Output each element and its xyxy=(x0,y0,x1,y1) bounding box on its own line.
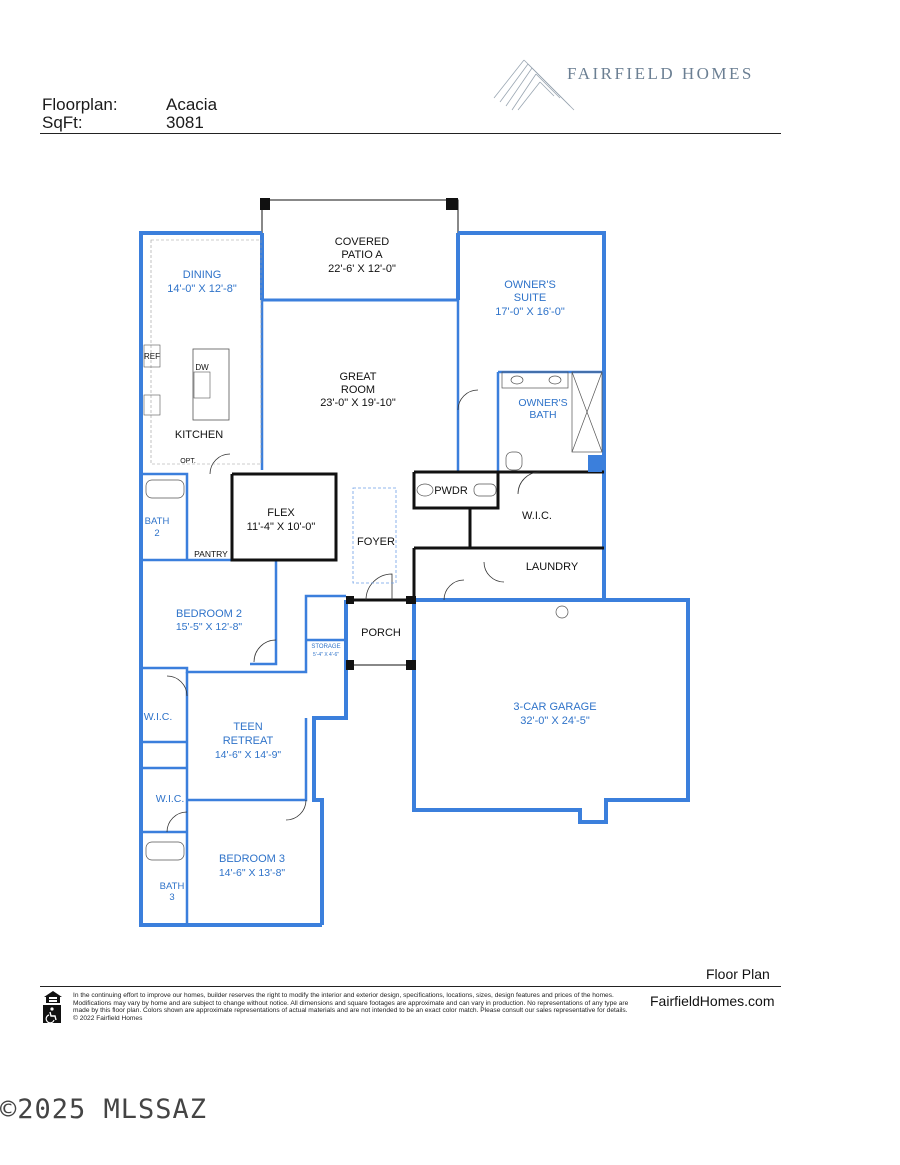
porch-label: PORCH xyxy=(361,627,401,639)
flex-label: FLEX xyxy=(267,507,295,519)
floor-plan: DINING 14'-0" X 12'-8" OWNER'S SUITE 17'… xyxy=(139,198,690,927)
dining-dims: 14'-0" X 12'-8" xyxy=(167,283,237,295)
exterior-walls xyxy=(139,231,690,927)
ref-label: REF xyxy=(144,352,160,361)
brand-name: FAIRFIELD HOMES xyxy=(567,64,754,83)
header-divider xyxy=(40,133,781,134)
owners-bath-label-2: BATH xyxy=(529,409,556,421)
website-link[interactable]: FairfieldHomes.com xyxy=(650,993,775,1009)
bath-fixtures xyxy=(145,371,603,861)
footer-divider xyxy=(40,986,781,987)
owners-suite-dims: 17'-0" X 16'-0" xyxy=(495,306,565,318)
garage-dims: 32'-0" X 24'-5" xyxy=(520,715,590,727)
kitchen-label: KITCHEN xyxy=(175,429,223,441)
teen-retreat-dims: 14'-6" X 14'-9" xyxy=(215,749,282,761)
bath3-label: BATH xyxy=(160,881,185,892)
dining-label: DINING xyxy=(183,269,222,281)
wic-bed3-label: W.I.C. xyxy=(156,793,185,805)
covered-patio-dims: 22'-6' X 12'-0" xyxy=(328,263,396,275)
floorplan-name: Acacia xyxy=(166,95,218,114)
bedroom3-dims: 14'-6" X 13'-8" xyxy=(219,867,286,879)
bath2-label: BATH xyxy=(145,516,170,527)
garage-label: 3-CAR GARAGE xyxy=(513,701,596,713)
storage-dims: 5'-4" X 4'-6" xyxy=(313,652,339,658)
door-swings xyxy=(166,389,541,833)
brand-logo-mark xyxy=(493,59,575,111)
disclaimer-text: In the continuing effort to improve our … xyxy=(73,992,629,1022)
bedroom2-dims: 15'-5" X 12'-8" xyxy=(176,621,243,633)
equal-housing-icon xyxy=(44,991,62,1003)
accessibility-icon xyxy=(43,1005,61,1023)
bath2-number: 2 xyxy=(154,528,159,539)
bedroom2-label: BEDROOM 2 xyxy=(176,608,242,620)
wic-bed2-label: W.I.C. xyxy=(144,711,173,723)
pwdr-label: PWDR xyxy=(434,485,468,497)
teen-retreat-label: TEEN xyxy=(233,721,262,733)
interior-walls-black xyxy=(230,470,604,602)
owners-bath-label: OWNER'S xyxy=(518,397,567,409)
wic-owner-label: W.I.C. xyxy=(522,510,552,522)
teen-retreat-label-2: RETREAT xyxy=(223,735,274,747)
footer-title: Floor Plan xyxy=(706,966,770,982)
pantry-label: PANTRY xyxy=(194,549,228,559)
dw-label: DW xyxy=(195,363,209,372)
flex-dims: 11'-4" X 10'-0" xyxy=(247,521,316,533)
covered-patio-label: COVERED xyxy=(335,236,389,248)
great-room-dims: 23'-0" X 19'-10" xyxy=(320,397,396,409)
covered-patio-label-2: PATIO A xyxy=(341,249,383,261)
foyer-label: FOYER xyxy=(357,536,395,548)
opt-label: OPT. xyxy=(180,458,196,465)
great-room-label-2: ROOM xyxy=(341,384,375,396)
bath3-number: 3 xyxy=(169,892,174,903)
owners-suite-label: OWNER'S xyxy=(504,279,556,291)
sqft-label: SqFt: xyxy=(42,113,83,132)
storage-label: STORAGE xyxy=(311,644,340,650)
great-room-label: GREAT xyxy=(339,371,376,383)
laundry-label: LAUNDRY xyxy=(526,561,579,573)
mls-watermark: ©2025 MLSSAZ xyxy=(0,1094,208,1125)
sqft-value: 3081 xyxy=(166,113,204,132)
bedroom3-label: BEDROOM 3 xyxy=(219,853,285,865)
floorplan-label: Floorplan: xyxy=(42,95,118,114)
owners-suite-label-2: SUITE xyxy=(514,292,546,304)
